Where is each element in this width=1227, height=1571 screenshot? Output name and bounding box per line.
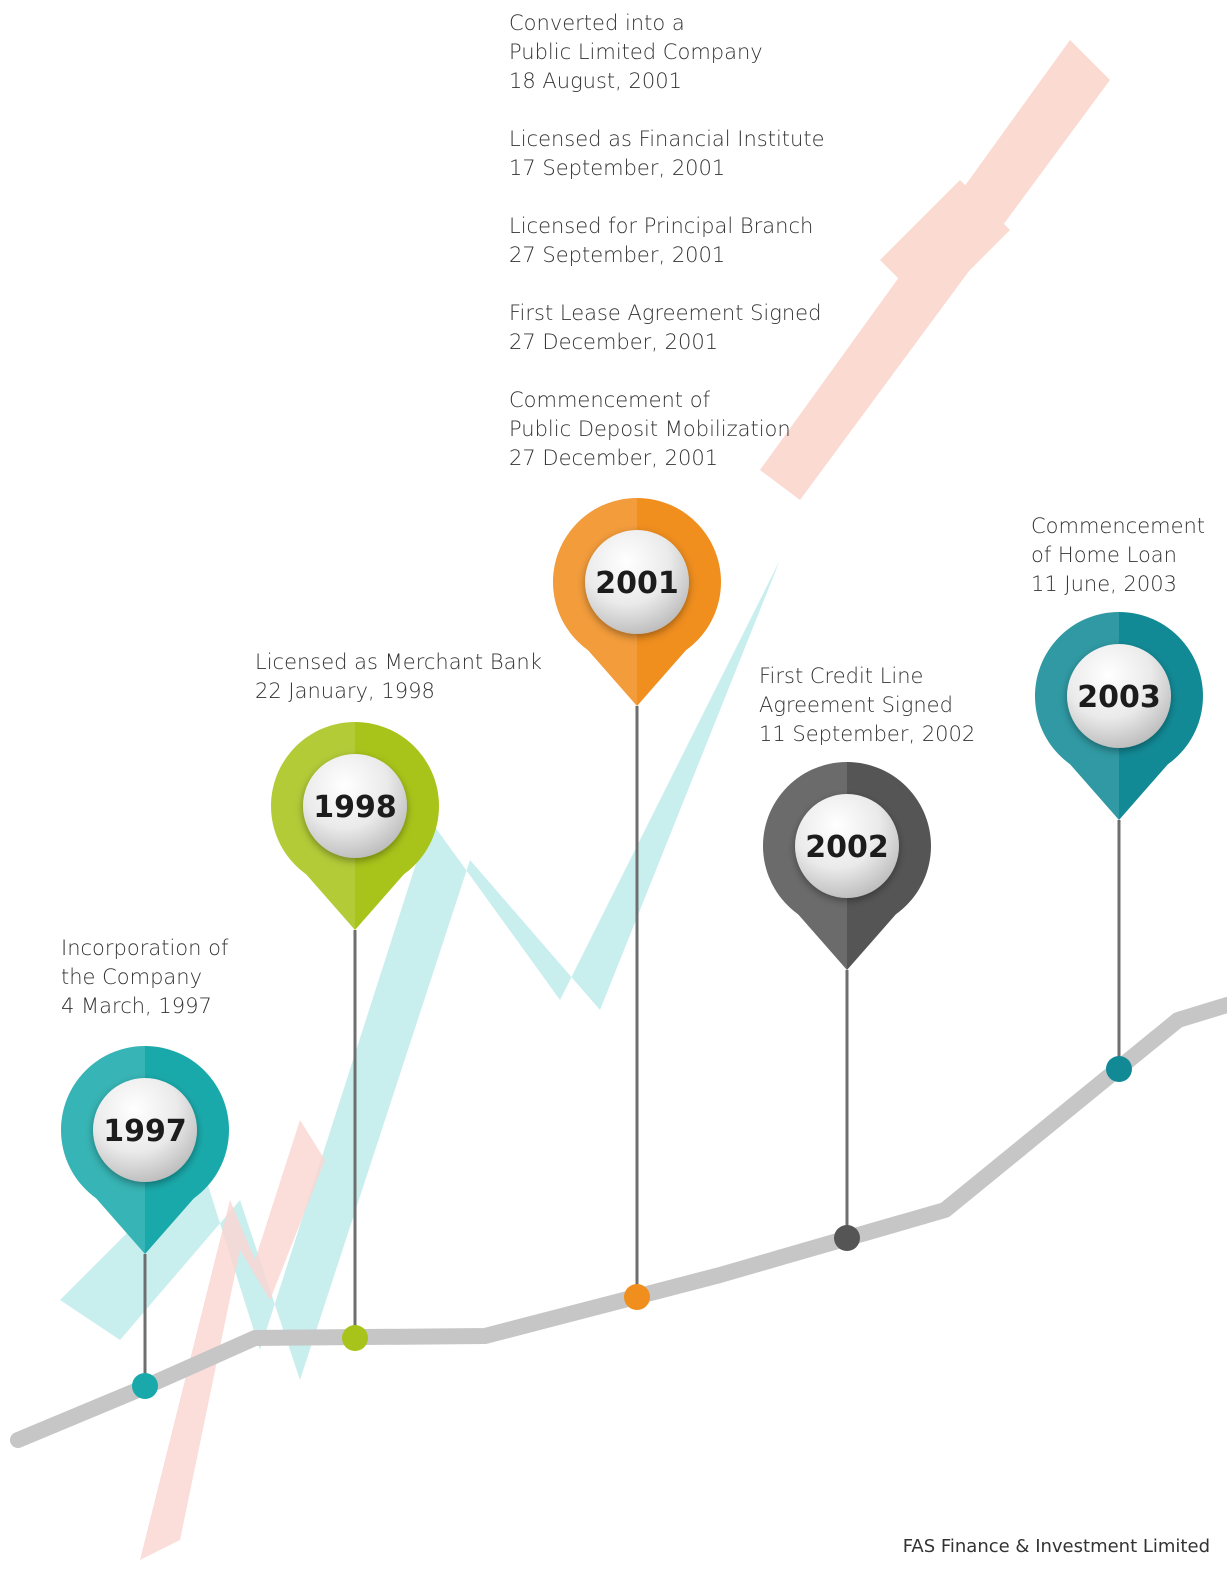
event-2001-1-line-3: 18 August, 2001: [509, 69, 682, 93]
milestone-1997-line-3: 4 March, 1997: [61, 994, 212, 1018]
pin-dot-1997: [132, 1373, 158, 1399]
pin-2001: 2001: [553, 497, 721, 1310]
milestone-2002-line-3: 11 September, 2002: [759, 722, 976, 746]
pin-ball-1997: [93, 1078, 197, 1182]
milestone-1998-text: Licensed as Merchant Bank 22 January, 19…: [255, 648, 542, 706]
milestone-2003-text: Commencement of Home Loan 11 June, 2003: [1031, 512, 1205, 599]
milestone-1997-line-1: Incorporation of: [61, 936, 229, 960]
milestone-1997-line-2: the Company: [61, 965, 203, 989]
pin-2003: 2003: [1034, 612, 1203, 1082]
milestone-2002-line-2: Agreement Signed: [759, 693, 953, 717]
pin-1997: 1997: [60, 1046, 230, 1399]
pin-dot-2002: [834, 1225, 860, 1251]
event-2001-4-line-1: First Lease Agreement Signed: [509, 301, 822, 325]
pin-year-2003: 2003: [1077, 680, 1161, 715]
milestone-2002-line-1: First Credit Line: [759, 664, 924, 688]
event-2001-2-line-2: 17 September, 2001: [509, 156, 726, 180]
timeline-track: [10, 997, 1227, 1448]
milestone-2001-text: Converted into a Public Limited Company …: [509, 9, 825, 473]
pin-ball-1998: [303, 754, 407, 858]
event-2001-3-line-2: 27 September, 2001: [509, 243, 726, 267]
event-2001-5-line-3: 27 December, 2001: [509, 446, 719, 470]
event-2001-5-line-1: Commencement of: [509, 388, 710, 412]
event-2001-5-line-2: Public Deposit Mobilization: [509, 417, 791, 441]
event-2001-1-line-1: Converted into a: [509, 11, 685, 35]
pin-ball-2003: [1067, 644, 1171, 748]
pin-ball-2002: [795, 794, 899, 898]
milestone-1998-line-2: 22 January, 1998: [255, 679, 435, 703]
pin-year-2001: 2001: [595, 566, 679, 601]
milestone-1997-text: Incorporation of the Company 4 March, 19…: [61, 934, 228, 1021]
event-2001-4-line-2: 27 December, 2001: [509, 330, 719, 354]
pin-ball-2001: [585, 530, 689, 634]
watermark: [60, 40, 1110, 1560]
pin-year-1997: 1997: [103, 1114, 187, 1149]
footer-company-name: FAS Finance & Investment Limited: [902, 1536, 1210, 1557]
pin-year-1998: 1998: [313, 790, 397, 825]
milestone-2002-text: First Credit Line Agreement Signed 11 Se…: [759, 662, 975, 749]
event-2001-1-line-2: Public Limited Company: [509, 40, 763, 64]
milestone-2003-line-1: Commencement: [1031, 514, 1206, 538]
milestone-2003-line-2: of Home Loan: [1031, 543, 1177, 567]
pin-year-2002: 2002: [805, 830, 889, 865]
event-2001-3-line-1: Licensed for Principal Branch: [509, 214, 814, 238]
milestone-2003-line-3: 11 June, 2003: [1031, 572, 1177, 596]
event-2001-2-line-1: Licensed as Financial Institute: [509, 127, 825, 151]
milestone-1998-line-1: Licensed as Merchant Bank: [255, 650, 542, 674]
pin-dot-2001: [624, 1284, 650, 1310]
pin-2002: 2002: [762, 762, 932, 1251]
pin-dot-1998: [342, 1325, 368, 1351]
pin-1998: 1998: [271, 722, 440, 1351]
pin-dot-2003: [1106, 1056, 1132, 1082]
